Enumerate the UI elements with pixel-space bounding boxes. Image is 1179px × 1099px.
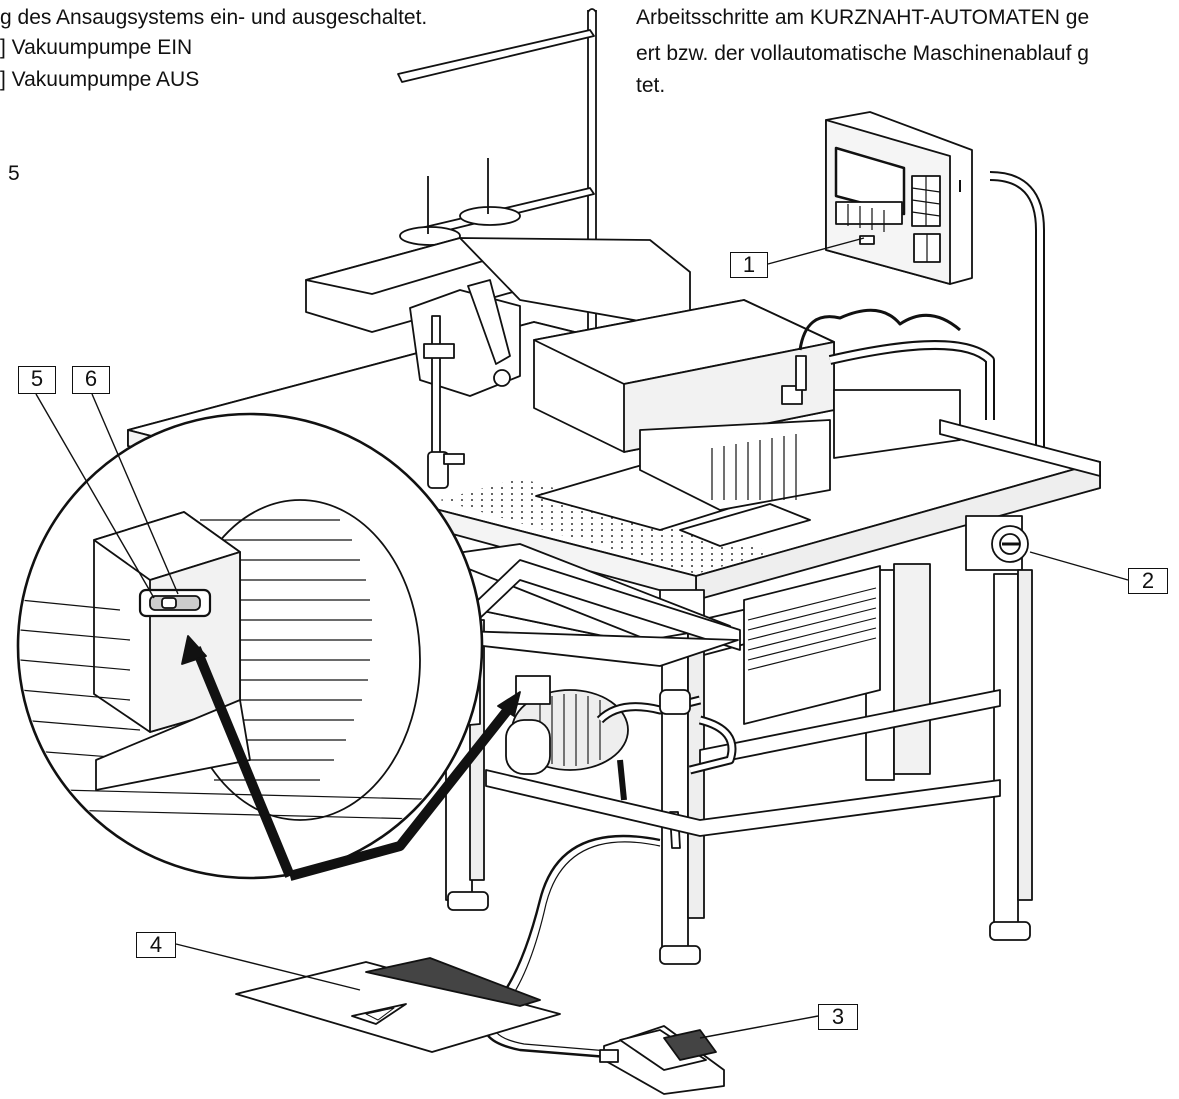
- callout-2: 2: [1128, 568, 1168, 594]
- callout-leaders: [35, 237, 1129, 1039]
- callout-4: 4: [136, 932, 176, 958]
- callout-1: 1: [730, 252, 768, 278]
- callout-5: 5: [18, 366, 56, 394]
- detail-arrow: [288, 698, 518, 881]
- vacuum-pump-on-label: ] Vakuumpumpe EIN: [0, 36, 193, 59]
- right-text-line-3: tet.: [636, 74, 666, 97]
- clamp-unit: [533, 299, 1101, 511]
- main-switch: [965, 515, 1029, 571]
- callout-6: 6: [72, 366, 110, 394]
- figure-number: 5: [8, 162, 20, 185]
- floor-mat: [235, 957, 561, 1053]
- callout-3: 3: [818, 1004, 858, 1030]
- sewing-head: [305, 237, 691, 489]
- right-text-line-2: ert bzw. der vollautomatische Maschinena…: [636, 42, 1089, 65]
- foot-pedal: [599, 1025, 725, 1095]
- vacuum-pump-off-label: ] Vakuumpumpe AUS: [0, 68, 200, 91]
- intro-text-line-1: g des Ansaugsystems ein- und ausgeschalt…: [0, 6, 428, 29]
- control-panel: [825, 111, 1045, 480]
- right-text-line-1: Arbeitsschritte am KURZNAHT-AUTOMATEN ge: [636, 6, 1090, 29]
- pump-shelf: [429, 543, 741, 801]
